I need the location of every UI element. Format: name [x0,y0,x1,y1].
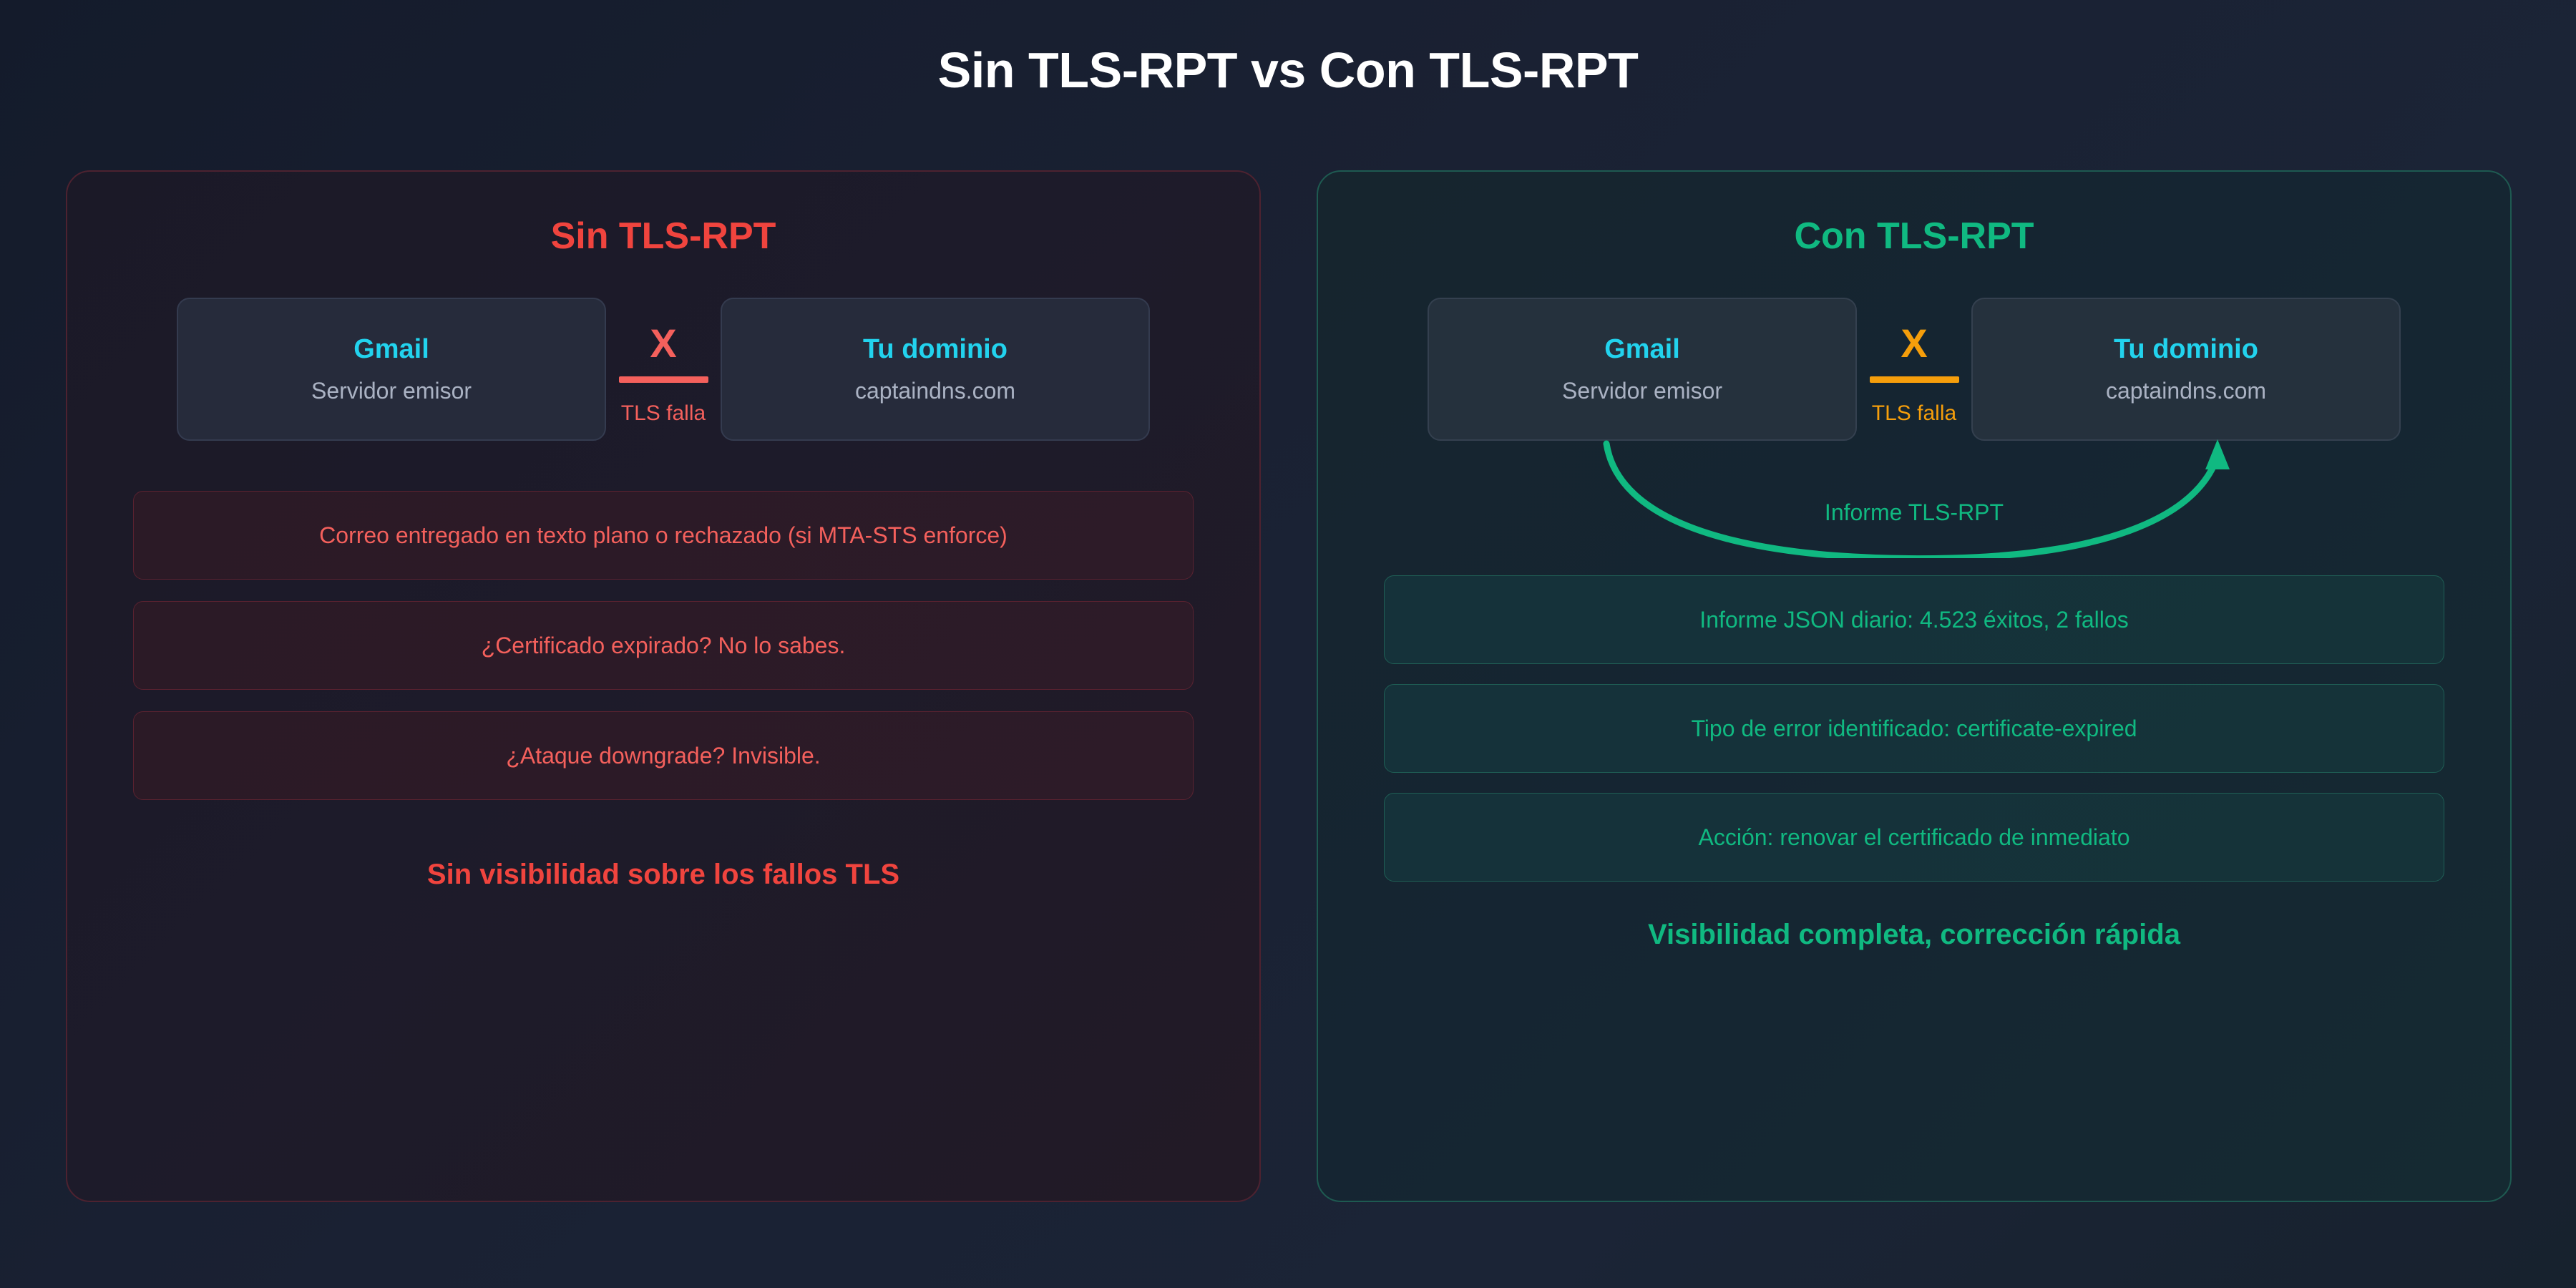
tls-failure-label: TLS falla [1871,401,1957,425]
panel-with-tlsrpt: Con TLS-RPT Gmail Servidor emisor X TLS … [1317,170,2512,1202]
report-arc-label: Informe TLS-RPT [1824,499,2004,525]
flow-without: Gmail Servidor emisor X TLS falla Tu dom… [67,298,1259,441]
panel-without-footer: Sin visibilidad sobre los fallos TLS [426,859,900,890]
tls-link-status-without: X TLS falla [606,298,721,426]
panel-without-title: Sin TLS-RPT [550,215,776,257]
tls-failure-label: TLS falla [620,401,706,425]
sender-server-box-without: Gmail Servidor emisor [177,298,606,441]
sender-server-name: Gmail [1604,334,1680,364]
sender-server-box-with: Gmail Servidor emisor [1428,298,1857,441]
page-title: Sin TLS-RPT vs Con TLS-RPT [937,42,1639,98]
receiver-server-domain: captaindns.com [2105,378,2267,404]
list-item: Tipo de error identificado: certificate-… [1384,684,2444,773]
receiver-server-domain: captaindns.com [854,378,1016,404]
tls-failure-x-icon: X [650,321,677,366]
sender-server-subtitle: Servidor emisor [1561,378,1723,404]
sender-server-name: Gmail [353,334,429,364]
tls-failure-rule [1869,376,1959,383]
sender-server-subtitle: Servidor emisor [311,378,472,404]
panel-with-footer: Visibilidad completa, corrección rápida [1648,919,2180,950]
tlsrpt-report-flow: Informe TLS-RPT [1318,436,2510,565]
receiver-server-box-with: Tu dominio captaindns.com [1971,298,2401,441]
tls-failure-x-icon: X [1901,321,1928,366]
benefit-card-list-with: Informe JSON diario: 4.523 éxitos, 2 fal… [1318,575,2510,882]
receiver-server-name: Tu dominio [2114,334,2258,364]
list-item: ¿Certificado expirado? No lo sabes. [133,601,1194,690]
list-item: Informe JSON diario: 4.523 éxitos, 2 fal… [1384,575,2444,664]
tls-link-status-with: X TLS falla [1857,298,1971,426]
list-item: Correo entregado en texto plano o rechaz… [133,491,1194,580]
report-arc-arrow-icon [1603,439,2230,558]
receiver-server-name: Tu dominio [863,334,1008,364]
list-item: ¿Ataque downgrade? Invisible. [133,711,1194,800]
consequence-card-list-without: Correo entregado en texto plano o rechaz… [67,491,1259,800]
panel-without-tlsrpt: Sin TLS-RPT Gmail Servidor emisor X TLS … [66,170,1261,1202]
list-item: Acción: renovar el certificado de inmedi… [1384,793,2444,882]
receiver-server-box-without: Tu dominio captaindns.com [721,298,1150,441]
flow-with: Gmail Servidor emisor X TLS falla Tu dom… [1318,298,2510,441]
tls-failure-rule [618,376,708,383]
panel-with-title: Con TLS-RPT [1794,215,2034,257]
